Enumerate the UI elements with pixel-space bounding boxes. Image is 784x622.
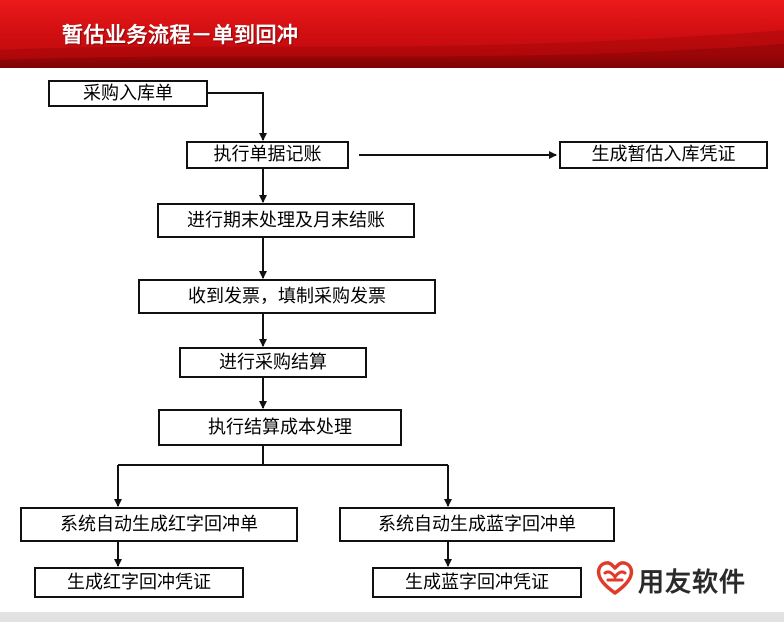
receive-invoice-box: 收到发票，填制采购发票 — [138, 279, 436, 314]
header-banner: 暂估业务流程－单到回冲 — [0, 0, 784, 68]
blue-reversal-voucher-box: 生成蓝字回冲凭证 — [372, 567, 582, 598]
cost-processing-box: 执行结算成本处理 — [158, 409, 402, 446]
blue-reversal-doc-box: 系统自动生成蓝字回冲单 — [339, 507, 615, 542]
execute-bookkeeping-box: 执行单据记账 — [186, 141, 349, 169]
connector-receipt-to-bookkeeping — [208, 92, 267, 141]
purchase-settlement-box: 进行采购结算 — [179, 347, 367, 378]
red-reversal-doc-box: 系统自动生成红字回冲单 — [20, 507, 298, 542]
red-reversal-voucher-box: 生成红字回冲凭证 — [34, 567, 244, 598]
yonyou-logo: 用友软件 — [596, 560, 776, 598]
yonyou-heart-logo-icon — [596, 561, 634, 595]
purchase-receipt-box: 采购入库单 — [48, 80, 208, 107]
generate-voucher-box: 生成暂估入库凭证 — [559, 141, 768, 169]
header-swoosh-decoration — [0, 30, 784, 68]
period-end-box: 进行期末处理及月末结账 — [157, 203, 415, 238]
logo-text: 用友软件 — [638, 568, 747, 598]
header-shadow-band — [0, 56, 784, 68]
bottom-bar — [0, 612, 784, 622]
page-title: 暂估业务流程－单到回冲 — [62, 23, 299, 47]
